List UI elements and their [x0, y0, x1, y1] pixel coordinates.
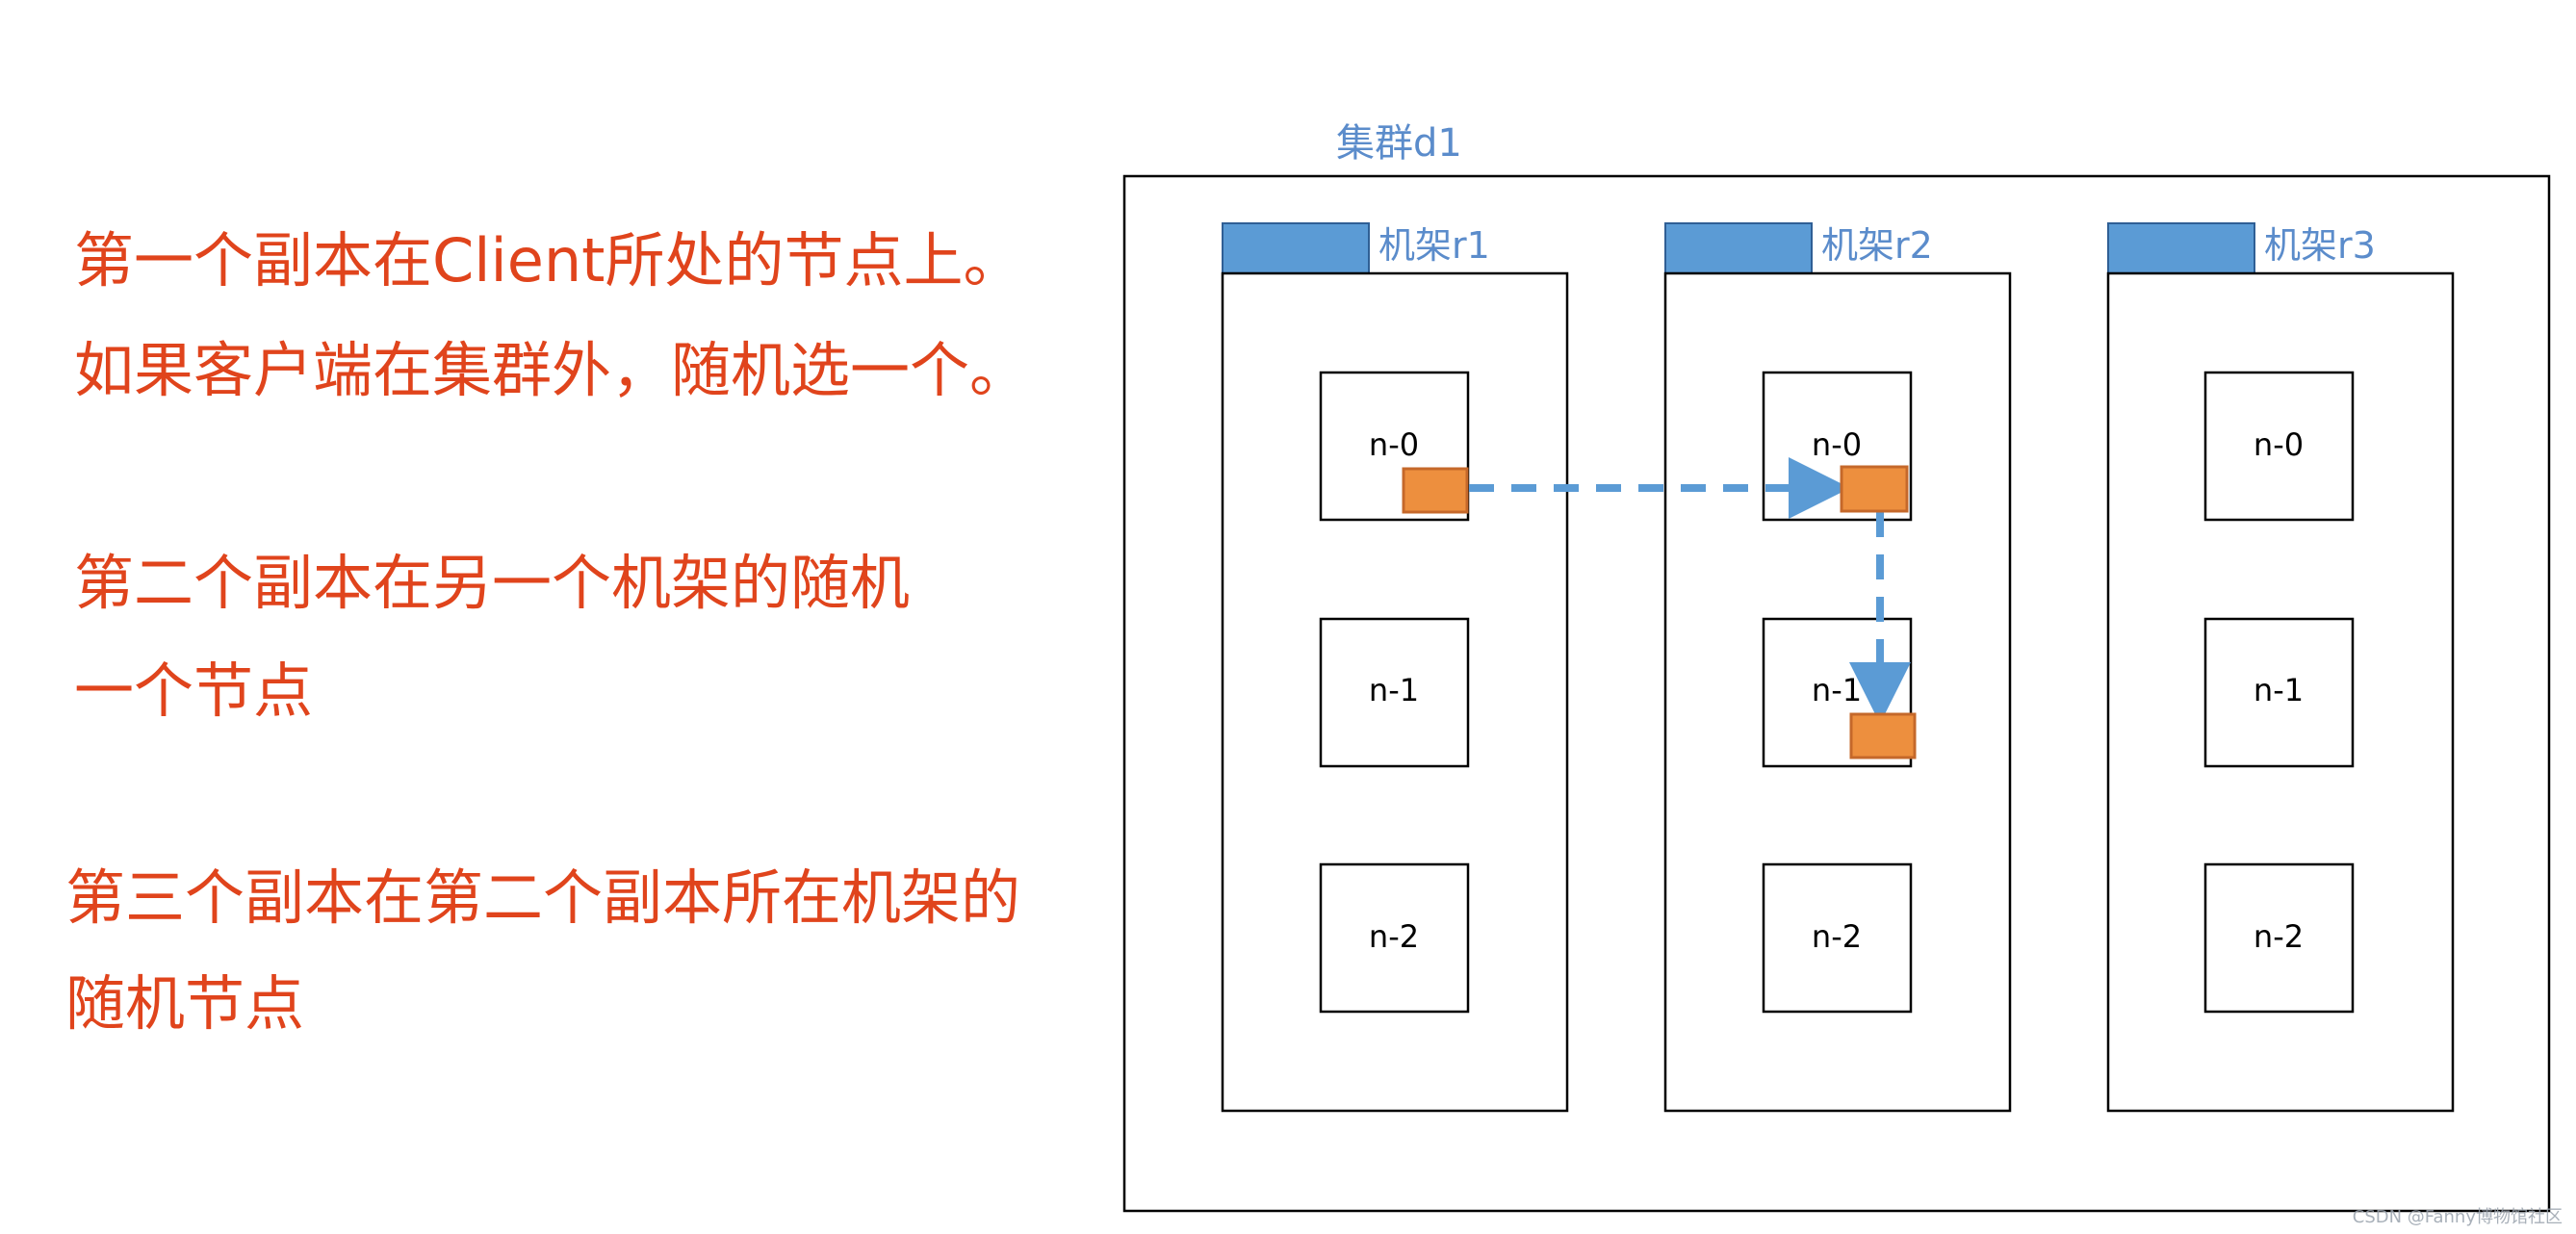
note-3-line-1: 第三个副本在第二个副本所在机架的 — [65, 862, 1021, 933]
rack-r3-label: 机架r3 — [2264, 224, 2376, 267]
note-2-line-2: 一个节点 — [74, 656, 314, 726]
explanation-panel: 第一个副本在Client所处的节点上。 如果客户端在集群外，随机选一个。 第二个… — [0, 0, 1107, 1234]
rack-r1: 机架r1 n-0 n-1 n-2 — [1221, 222, 1569, 1113]
rack-r1-node-n0-label: n-0 — [1369, 426, 1419, 463]
rack-r1-node-n2 — [1319, 862, 1470, 1014]
rack-r1-node-n2-label: n-2 — [1369, 918, 1419, 955]
rack-r3-node-n1 — [2203, 617, 2355, 768]
replica-block-3 — [1849, 712, 1917, 759]
rack-r3-node-n0 — [2203, 371, 2355, 522]
rack-r2-node-n0-label: n-0 — [1812, 426, 1862, 463]
rack-r3-node-n1-label: n-1 — [2254, 672, 2304, 708]
watermark: CSDN @Fanny博物馆社区 — [2352, 1207, 2563, 1227]
rack-r1-node-n1 — [1319, 617, 1470, 768]
rack-r3-header — [2107, 222, 2255, 274]
rack-r2-node-n2-label: n-2 — [1812, 918, 1862, 955]
note-1-line-1: 第一个副本在Client所处的节点上。 — [74, 225, 1023, 296]
rack-r2-node-n1-label: n-1 — [1812, 672, 1862, 708]
rack-r2-box — [1663, 271, 2012, 1113]
note-1-line-2: 如果客户端在集群外，随机选一个。 — [74, 335, 1030, 405]
note-2-line-1: 第二个副本在另一个机架的随机 — [74, 548, 911, 618]
rack-r2-node-n2 — [1762, 862, 1913, 1014]
rack-r1-box — [1221, 271, 1569, 1113]
cluster-label: 集群d1 — [1336, 121, 1462, 166]
rack-r2: 机架r2 n-0 n-1 n-2 — [1663, 222, 2012, 1113]
rack-r2-label: 机架r2 — [1821, 224, 1933, 267]
rack-r3-node-n0-label: n-0 — [2254, 426, 2304, 463]
rack-r3-box — [2106, 271, 2455, 1113]
rack-r3-node-n2 — [2203, 862, 2355, 1014]
rack-r1-node-n1-label: n-1 — [1369, 672, 1419, 708]
rack-r2-header — [1664, 222, 1813, 274]
rack-r1-label: 机架r1 — [1378, 224, 1490, 267]
rack-r1-header — [1222, 222, 1370, 274]
replica-block-2 — [1840, 465, 1909, 513]
replica-block-1 — [1402, 467, 1469, 514]
note-3-line-2: 随机节点 — [65, 968, 305, 1039]
cluster-box — [1122, 174, 2551, 1213]
rack-r3-node-n2-label: n-2 — [2254, 918, 2304, 955]
rack-r3: 机架r3 n-0 n-1 n-2 — [2106, 222, 2455, 1113]
